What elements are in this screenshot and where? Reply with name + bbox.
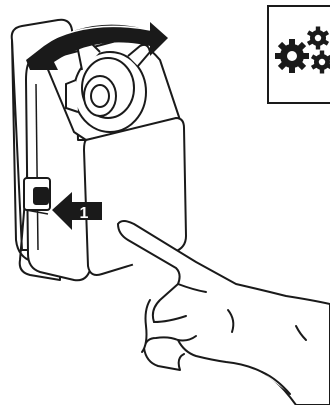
release-switch <box>24 178 50 214</box>
settings-icon-box <box>268 6 330 103</box>
step-number: 1 <box>80 205 89 222</box>
pointing-hand <box>118 221 330 405</box>
